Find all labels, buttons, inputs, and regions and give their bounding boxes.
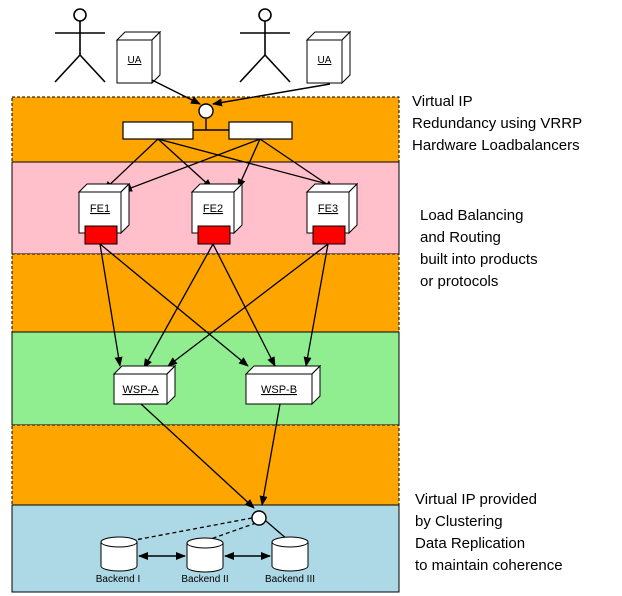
note-load-balancing: Load Balancing and Routing built into pr… xyxy=(420,205,538,293)
backend-database-2 xyxy=(186,537,224,573)
user-agent-label-left: UA xyxy=(128,55,142,66)
front-end-fe1 xyxy=(77,182,131,245)
load-balancer-left xyxy=(122,121,194,140)
link-ua-left-to-vip xyxy=(151,79,201,105)
note-clustering-line-1: Virtual IP provided xyxy=(415,491,538,508)
load-balancer-right xyxy=(228,121,293,140)
band-clustering xyxy=(11,424,400,506)
port-fe1 xyxy=(84,225,118,245)
band-routing xyxy=(11,253,400,333)
backend-label-1: Backend I xyxy=(96,574,140,585)
port-fe2 xyxy=(197,225,231,245)
backend-label-2: Backend II xyxy=(181,574,228,585)
note-clustering-line-4: to maintain coherence xyxy=(415,557,563,574)
virtual-ip-node xyxy=(198,103,214,119)
cluster-link-backend-2 xyxy=(204,522,257,542)
server-label-wsp-a: WSP-A xyxy=(122,384,159,396)
links-fe-to-wsp xyxy=(99,243,329,369)
server-wsp-b xyxy=(244,364,322,406)
links-lb-to-fe xyxy=(103,138,351,192)
link-ua-right-to-vip xyxy=(212,83,331,107)
user-actor-left xyxy=(54,8,106,83)
note-clustering-line-3: Data Replication xyxy=(415,535,526,552)
band-servers xyxy=(11,331,400,426)
note-virtual-ip-line-2: Redundancy using VRRP xyxy=(412,115,583,132)
front-end-label-fe2: FE2 xyxy=(203,203,223,215)
cluster-link-backend-1 xyxy=(118,517,253,544)
backend-database-1 xyxy=(100,536,138,572)
note-load-balancing-line-3: built into products xyxy=(420,251,538,268)
note-virtual-ip-line-1: Virtual IP xyxy=(412,93,473,110)
user-agent-label-right: UA xyxy=(318,55,332,66)
front-end-label-fe1: FE1 xyxy=(90,203,110,215)
link-wsp-a-to-cluster xyxy=(140,403,255,509)
front-end-fe3 xyxy=(305,182,359,245)
note-load-balancing-line-4: or protocols xyxy=(420,273,499,290)
server-label-wsp-b: WSP-B xyxy=(261,384,297,396)
cluster-virtual-ip-node xyxy=(251,510,267,526)
backend-database-3 xyxy=(271,536,309,572)
user-actor-right xyxy=(239,8,291,83)
backend-label-3: Backend III xyxy=(265,574,315,585)
note-clustering-line-2: by Clustering xyxy=(415,513,503,530)
port-fe3 xyxy=(312,225,346,245)
user-agent-box-right xyxy=(305,30,352,85)
user-agent-box-left xyxy=(115,30,162,85)
server-wsp-a xyxy=(112,364,177,406)
note-load-balancing-line-2: and Routing xyxy=(420,229,501,246)
front-end-fe2 xyxy=(190,182,244,245)
link-wsp-b-to-cluster xyxy=(259,403,281,506)
note-virtual-ip: Virtual IP Redundancy using VRRP Hardwar… xyxy=(412,91,582,157)
front-end-label-fe3: FE3 xyxy=(318,203,338,215)
note-load-balancing-line-1: Load Balancing xyxy=(420,207,524,224)
note-virtual-ip-line-3: Hardware Loadbalancers xyxy=(412,137,580,154)
note-clustering: Virtual IP provided by Clustering Data R… xyxy=(415,489,563,577)
